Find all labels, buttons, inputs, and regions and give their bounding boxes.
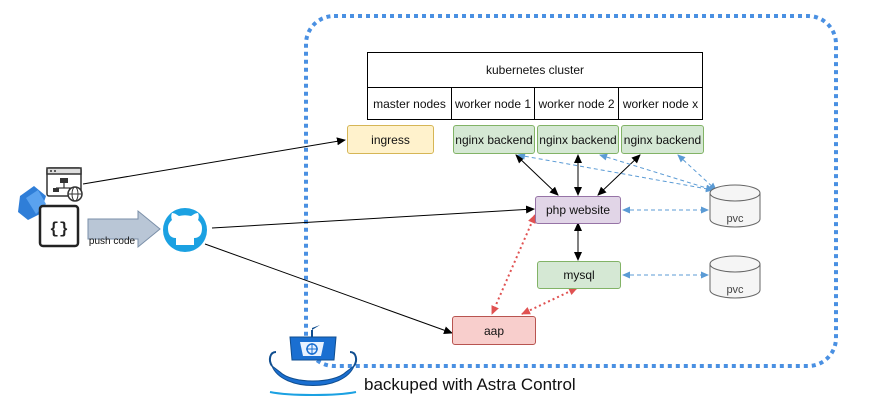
nginx-backend-node-x: nginx backend: [621, 125, 704, 154]
edge-nginxx-pvc: [677, 154, 717, 191]
column-worker-node-x: worker node x: [622, 96, 699, 111]
mysql-node: mysql: [537, 261, 621, 289]
php-website-node: php website: [535, 196, 621, 224]
column-worker-node-2: worker node 2: [535, 88, 619, 119]
aap-node: aap: [452, 316, 536, 345]
viking-ship-icon: [268, 325, 358, 396]
edge-webapp-ingress: [82, 137, 346, 185]
ingress-node: ingress: [347, 125, 434, 154]
pvc-label: pvc: [726, 213, 744, 225]
edge-php-aap: [491, 214, 536, 315]
cluster-title: kubernetes cluster: [368, 53, 702, 88]
edge-github-aap: [204, 243, 453, 335]
push-code-label: push code: [88, 235, 136, 247]
column-worker-node-1: worker node 1: [452, 88, 535, 119]
push-code-arrow: [87, 209, 161, 249]
svg-text:{}: {}: [49, 220, 68, 238]
astra-control-caption: backuped with Astra Control: [364, 375, 576, 394]
github-icon: [163, 208, 207, 252]
nginx-backend-node-2: nginx backend: [537, 125, 619, 154]
nginx-backend-node-1: nginx backend: [453, 125, 535, 154]
database-icon: [709, 184, 761, 228]
pvc-label: pvc: [726, 284, 744, 296]
astra-backup-boundary: [304, 14, 838, 368]
edge-mysql-aap: [521, 287, 578, 315]
code-braces-icon: {}: [38, 204, 80, 248]
database-icon: [709, 255, 761, 299]
web-app-icon: [18, 167, 83, 220]
kubernetes-cluster-table: kubernetes cluster master nodes worker n…: [367, 52, 703, 120]
edge-nginx1-php: [515, 154, 559, 196]
edge-github-php: [211, 205, 535, 229]
column-master-nodes: master nodes: [368, 88, 452, 119]
edge-nginxx-php: [597, 154, 641, 196]
